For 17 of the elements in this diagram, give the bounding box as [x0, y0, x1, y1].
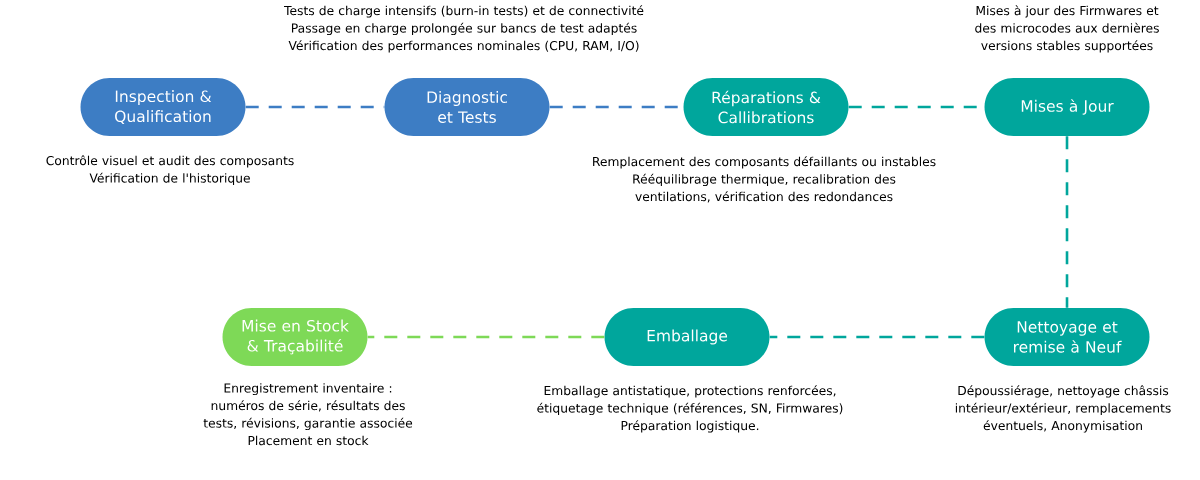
process-pill: Diagnostic et Tests [384, 78, 550, 136]
description-text: Enregistrement inventaire : numéros de série, résultats des tests, révisions, garantie associée Placement en stock [203, 383, 413, 446]
process-pill: Mises à Jour [984, 78, 1150, 136]
description-text: Dépoussiérage, nettoyage châssis intérieur/extérieur, remplacements éventuels, Anonymisation [955, 385, 1171, 433]
description-text: Mises à jour des Firmwares et des microcodes aux dernières versions stables supportées [975, 5, 1159, 53]
description-text: Emballage antistatique, protections renforcées, étiquetage technique (références, SN, Firmwares) Préparation logistique. [537, 385, 843, 433]
dashed-connector [1065, 136, 1069, 308]
dashed-connector [367, 335, 605, 339]
dashed-connector [769, 335, 985, 339]
description-text: Contrôle visuel et audit des composants Vérification de l'historique [46, 155, 294, 186]
description-text: Remplacement des composants défaillants ou instables Rééquilibrage thermique, recalibration des ventilations, vérification des redondances [593, 156, 936, 203]
process-pill: Mise en Stock & Traçabilité [222, 308, 368, 366]
process-pill: Inspection & Qualification [80, 78, 246, 136]
process-pill: Nettoyage et remise à Neuf [984, 308, 1150, 366]
description-text: Tests de charge intensifs (burn-in tests) et de connectivité Passage en charge prolongée sur bancs de test adaptés Vérification des performances nominales (CPU, RAM, I/O) [284, 5, 644, 53]
process-pill: Emballage [604, 308, 770, 366]
process-pill: Réparations & Callibrations [683, 78, 849, 136]
